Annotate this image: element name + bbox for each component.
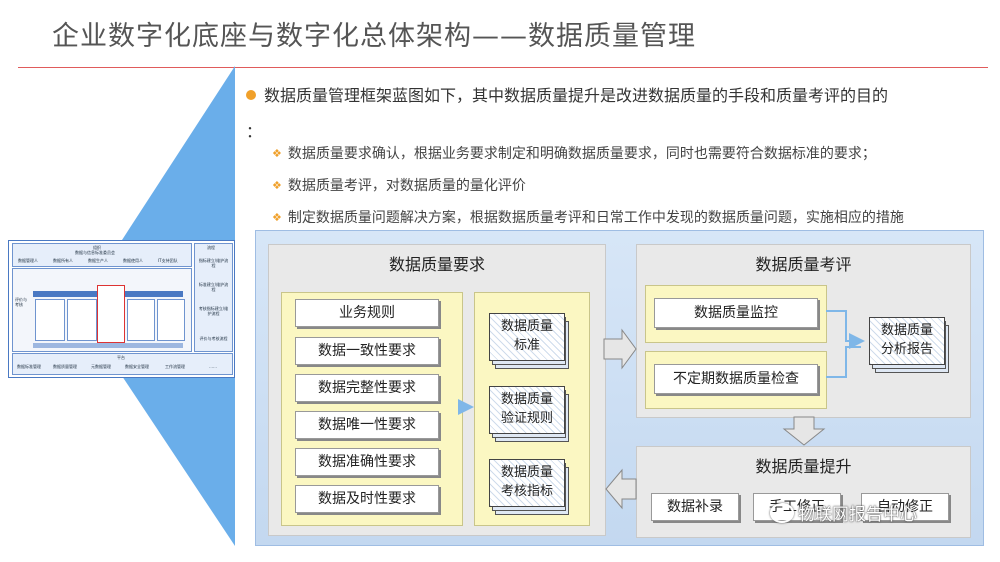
thumb-middle-panel: 评价与考核	[12, 268, 192, 352]
intro-main-cont: ：	[246, 122, 263, 141]
watermark-text: 物联网报告中心	[798, 505, 917, 525]
intro-point: ❖ 数据质量要求确认，根据业务要求制定和明确数据质量要求，同时也需要符合数据标准的…	[272, 143, 876, 163]
intro-main-bullet: 数据质量管理框架蓝图如下，其中数据质量提升是改进数据质量的手段和质量考评的目的 …	[246, 78, 966, 150]
thumb-role: 数据使用人	[123, 258, 143, 263]
doc-standard-icon: 数据质量标准	[489, 313, 569, 371]
eval-to-improve-arrow	[782, 416, 826, 446]
zoom-funnel-graphic	[122, 66, 235, 546]
requirement-item: 数据完整性要求	[295, 374, 439, 402]
bullet-dot-icon	[246, 90, 256, 100]
evaluation-check-area: 不定期数据质量检查	[645, 351, 827, 409]
monitor-to-report-arrow	[826, 310, 865, 349]
thumb-platform-title: 平台	[117, 355, 125, 360]
doc-label: 数据质量	[500, 392, 553, 407]
requirement-item: 数据准确性要求	[295, 448, 439, 476]
doc-label: 数据质量	[500, 319, 553, 334]
thumb-platform-item: 数据安全管理	[125, 364, 149, 369]
doc-label: 考核指标	[500, 484, 553, 499]
diamond-bullet-icon: ❖	[272, 211, 282, 224]
thumb-platform-panel: 平台 数据标准管理 数据质量管理 元数据管理 数据安全管理 工作流管理 ……	[12, 353, 233, 375]
thumb-process-item: 标准建立/维护流程	[198, 282, 229, 292]
requirements-list: 业务规则 数据一致性要求 数据完整性要求 数据唯一性要求 数据准确性要求 数据及…	[281, 292, 463, 526]
data-quality-framework-diagram: 数据质量要求 业务规则 数据一致性要求 数据完整性要求 数据唯一性要求 数据准确…	[255, 230, 984, 546]
thumb-process-item: 指标建立/维护流程	[198, 258, 229, 268]
req-to-eval-arrow	[603, 328, 637, 370]
thumb-role: 数据管理人	[18, 258, 38, 263]
thumb-role: IT支持团队	[158, 258, 178, 263]
requirement-item: 数据一致性要求	[295, 337, 439, 365]
intro-point: ❖ 数据质量考评，对数据质量的量化评价	[272, 175, 526, 195]
doc-label: 数据质量	[880, 323, 933, 338]
thumb-left-label: 评价与考核	[15, 297, 27, 307]
thumb-platform-item: 元数据管理	[91, 364, 111, 369]
improvement-panel: 数据质量提升 数据补录 手工修正 自动修正	[636, 446, 971, 538]
evaluation-item: 数据质量监控	[654, 298, 818, 328]
intro-point: ❖ 制定数据质量问题解决方案，根据数据质量考评和日常工作中发现的数据质量问题，实施…	[272, 207, 904, 227]
requirement-item: 数据唯一性要求	[295, 411, 439, 439]
improvement-item: 数据补录	[651, 493, 739, 521]
wechat-icon	[770, 503, 794, 523]
doc-analysis-report-icon: 数据质量分析报告	[869, 317, 949, 375]
doc-label: 标准	[513, 338, 540, 353]
title-rule	[18, 67, 988, 68]
page-title: 企业数字化底座与数字化总体架构——数据质量管理	[52, 21, 696, 52]
thumb-org-sub: 数据与信息标准委员会	[75, 250, 115, 255]
thumb-process-title: 流程	[207, 245, 215, 250]
intro-point-text: 数据质量要求确认，根据业务要求制定和明确数据质量要求，同时也需要符合数据标准的要…	[287, 146, 876, 162]
requirements-panel-title: 数据质量要求	[388, 255, 485, 274]
doc-kpi-icon: 数据质量考核指标	[489, 459, 569, 517]
watermark: 物联网报告中心	[770, 500, 917, 525]
thumb-role: 数据所有人	[53, 258, 73, 263]
thumb-org-panel: 组织 数据与信息标准委员会 数据管理人 数据所有人 数据生产人 数据使用人 IT…	[12, 243, 192, 267]
improve-to-req-arrow	[605, 468, 637, 510]
doc-label: 分析报告	[880, 342, 933, 357]
evaluation-item: 不定期数据质量检查	[654, 364, 818, 394]
intro-main-text: 数据质量管理框架蓝图如下，其中数据质量提升是改进数据质量的手段和质量考评的目的	[264, 86, 889, 105]
intro-point-text: 数据质量考评，对数据质量的量化评价	[287, 178, 526, 194]
evaluation-panel-title: 数据质量考评	[755, 255, 852, 274]
thumb-platform-item: 数据标准管理	[17, 364, 41, 369]
architecture-thumbnail: 组织 数据与信息标准委员会 数据管理人 数据所有人 数据生产人 数据使用人 IT…	[8, 240, 235, 378]
thumb-process-item: 评价与考核流程	[199, 336, 228, 341]
evaluation-monitor-area: 数据质量监控	[645, 285, 827, 343]
diamond-bullet-icon: ❖	[272, 147, 282, 160]
thumb-platform-item: 工作流管理	[165, 364, 185, 369]
thumb-role: 数据生产人	[88, 258, 108, 263]
thumb-platform-item: 数据质量管理	[53, 364, 77, 369]
diagram-connectors	[458, 310, 865, 510]
check-to-report-line	[826, 346, 861, 378]
requirement-item: 数据及时性要求	[295, 485, 439, 513]
improvement-item: 自动修正	[861, 493, 949, 521]
improvement-panel-title: 数据质量提升	[755, 457, 852, 476]
thumb-process-panel: 流程 指标建立/维护流程 标准建立/维护流程 考核指标建立/维护流程 评价与考核…	[194, 243, 233, 352]
doc-label: 数据质量	[500, 465, 553, 480]
requirement-docs-column: 数据质量标准 数据质量验证规则 数据质量考核指标	[474, 292, 590, 526]
doc-validation-rule-icon: 数据质量验证规则	[489, 386, 569, 444]
intro-point-text: 制定数据质量问题解决方案，根据数据质量考评和日常工作中发现的数据质量问题，实施相…	[287, 210, 904, 226]
thumb-platform-item: ……	[209, 364, 217, 369]
diamond-bullet-icon: ❖	[272, 179, 282, 192]
doc-label: 验证规则	[500, 411, 553, 426]
requirements-panel: 数据质量要求 业务规则 数据一致性要求 数据完整性要求 数据唯一性要求 数据准确…	[268, 244, 606, 536]
requirement-item: 业务规则	[295, 299, 439, 327]
evaluation-panel: 数据质量考评 数据质量监控 不定期数据质量检查 数据质量分析报告	[636, 244, 971, 418]
thumb-org-title: 组织	[93, 245, 101, 250]
thumb-process-item: 考核指标建立/维护流程	[198, 306, 229, 316]
